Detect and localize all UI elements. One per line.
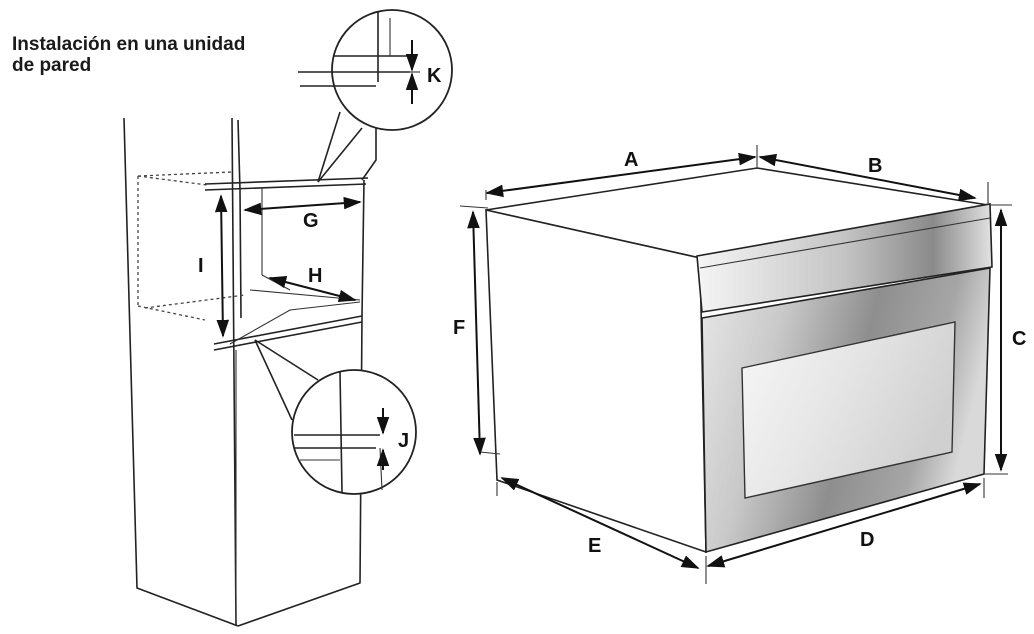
dimension-e-arrow bbox=[500, 477, 700, 569]
dimension-h-arrow bbox=[268, 275, 357, 303]
dimension-f-arrow bbox=[467, 210, 486, 456]
dimension-label-e: E bbox=[588, 535, 601, 557]
dimension-d-arrow bbox=[706, 482, 982, 568]
dimension-label-h: H bbox=[308, 265, 322, 287]
dimension-b-arrow bbox=[758, 153, 977, 202]
dimension-label-k: K bbox=[427, 65, 442, 87]
installation-title-line1: Instalación en una unidad bbox=[12, 34, 246, 55]
dimension-i-arrow bbox=[214, 194, 230, 338]
dimension-label-g: G bbox=[303, 210, 319, 232]
installation-title: Instalación en una unidad de pared bbox=[12, 34, 245, 76]
installation-title-line2: de pared bbox=[12, 55, 92, 76]
dimension-label-c: C bbox=[1012, 328, 1026, 350]
dimension-label-a: A bbox=[624, 149, 638, 171]
dimension-g-arrow bbox=[243, 196, 362, 216]
detail-callout-k bbox=[298, 9, 453, 183]
detail-callout-j bbox=[254, 339, 417, 495]
dimension-label-d: D bbox=[860, 529, 874, 551]
dimension-label-b: B bbox=[868, 155, 882, 177]
dimension-a-arrow bbox=[485, 152, 757, 198]
dimension-label-f: F bbox=[453, 317, 465, 339]
oven-control-panel bbox=[696, 203, 993, 313]
oven-window bbox=[741, 321, 956, 499]
dimension-label-j: J bbox=[398, 430, 409, 452]
oven-body bbox=[485, 167, 993, 554]
dimension-label-i: I bbox=[198, 255, 204, 277]
